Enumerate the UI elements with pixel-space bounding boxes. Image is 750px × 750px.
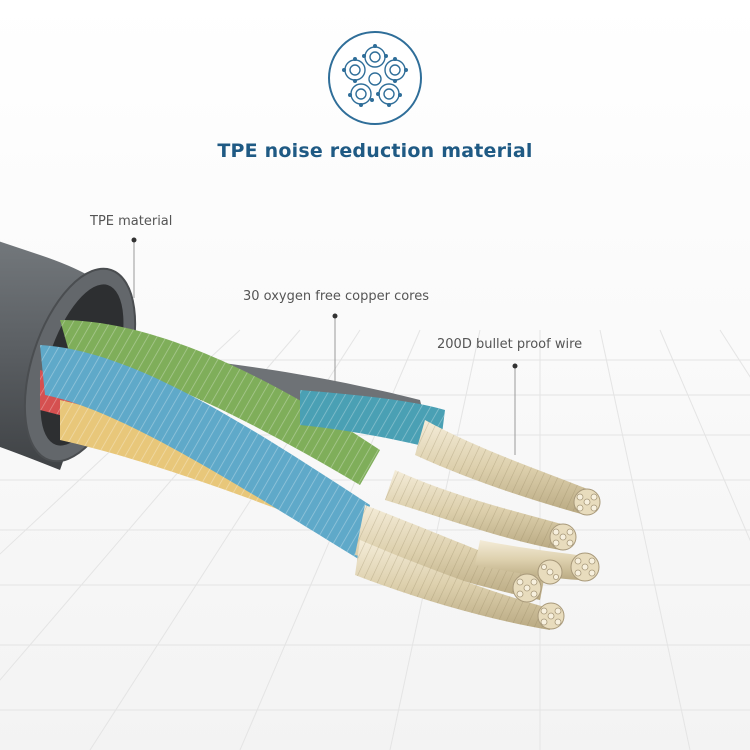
callout-dots <box>131 237 518 369</box>
cable-cross-section-icon <box>328 31 422 125</box>
page-title: TPE noise reduction material <box>217 140 533 162</box>
wire-strands <box>40 320 445 560</box>
callout-bullet-proof-wire: 200D bullet proof wire <box>437 337 583 352</box>
copper-conductors <box>355 420 590 630</box>
callout-copper-cores: 30 oxygen free copper cores <box>243 289 430 304</box>
callout-tpe-material: TPE material <box>90 214 173 229</box>
conductor-end-faces <box>512 488 601 630</box>
